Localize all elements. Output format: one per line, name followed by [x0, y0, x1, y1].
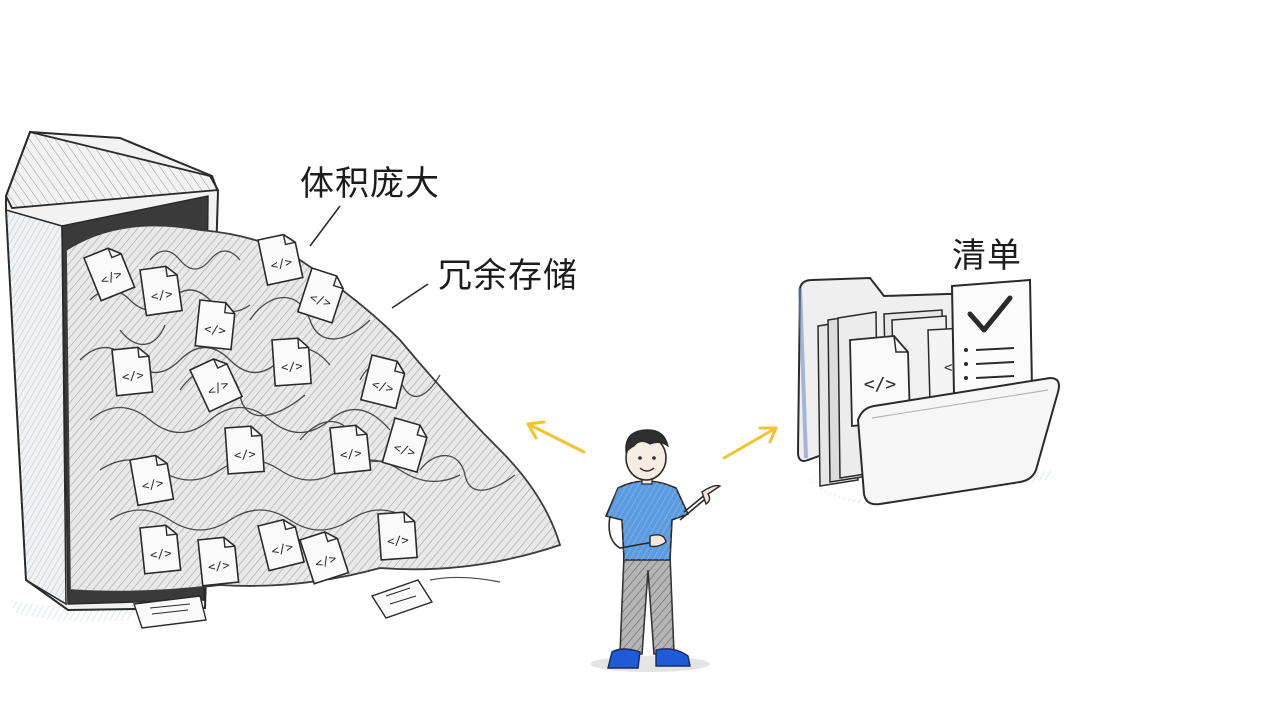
code-file-icon	[139, 523, 182, 575]
redundant-storage-label: 冗余存储	[438, 256, 578, 296]
code-file-icon	[377, 510, 418, 561]
label-pointer-line	[309, 205, 341, 247]
arrow-icon	[526, 420, 586, 454]
code-file-icon	[271, 336, 312, 387]
code-file-icon	[224, 424, 265, 475]
code-file-icon	[329, 423, 372, 475]
code-file-icon	[194, 299, 237, 351]
label-pointer-line	[391, 283, 429, 309]
bulky-label: 体积庞大	[300, 164, 440, 204]
crumpled-paper-pile-icon	[65, 224, 562, 629]
folder-icon: < </>	[796, 276, 1060, 506]
arrow-icon	[722, 426, 778, 460]
code-file-glyph: </>	[864, 374, 897, 395]
checklist-label: 清单	[952, 236, 1022, 276]
svg-text:<: <	[944, 360, 952, 376]
person-icon	[590, 429, 722, 672]
code-file-icon	[197, 535, 240, 587]
checklist-icon	[950, 278, 1034, 396]
code-file-icon	[111, 345, 154, 397]
